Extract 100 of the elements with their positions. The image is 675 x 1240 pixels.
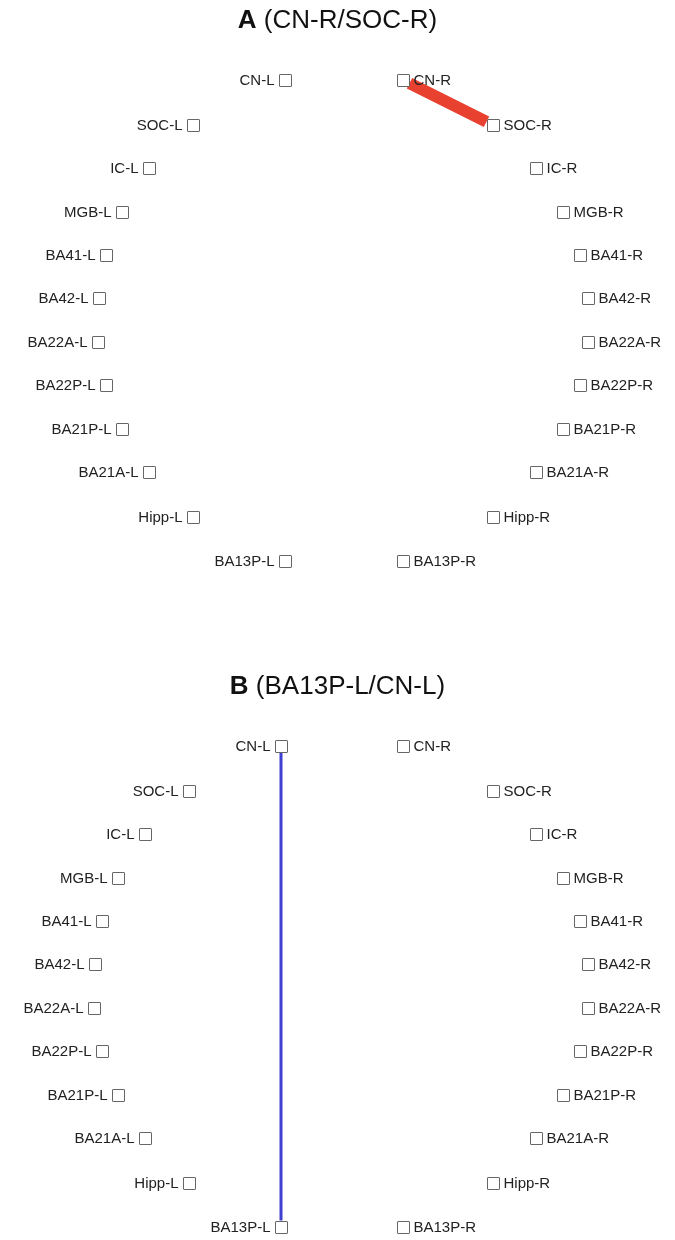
node-square <box>581 1001 595 1015</box>
panel-title: A (CN-R/SOC-R) <box>236 4 439 35</box>
node-square <box>186 118 200 132</box>
region-label: MGB-R <box>573 869 624 887</box>
node-square <box>396 739 410 753</box>
region-label: BA21A-R <box>546 1129 610 1147</box>
region-label: MGB-L <box>64 203 112 221</box>
region-label: BA22A-L <box>27 333 88 351</box>
panel-title: B (BA13P-L/CN-L) <box>228 670 447 701</box>
region-label: BA21P-R <box>573 1086 637 1104</box>
region-label: Hipp-R <box>503 508 551 526</box>
region-label: BA22P-R <box>590 1042 654 1060</box>
node-square <box>274 739 288 753</box>
node-square <box>142 161 156 175</box>
node-square <box>138 827 152 841</box>
node-square <box>111 1088 125 1102</box>
region-label: BA42-L <box>34 955 85 973</box>
node-square <box>95 1044 109 1058</box>
node-square <box>556 422 570 436</box>
node-square <box>274 1220 288 1234</box>
region-label: BA42-R <box>598 289 652 307</box>
node-square <box>99 248 113 262</box>
node-square <box>556 1088 570 1102</box>
node-square <box>186 510 200 524</box>
region-label: CN-L <box>235 737 271 755</box>
node-square <box>573 378 587 392</box>
region-label: BA13P-L <box>214 552 275 570</box>
node-square <box>95 914 109 928</box>
node-square <box>115 205 129 219</box>
node-square <box>573 1044 587 1058</box>
region-label: BA21A-L <box>78 463 139 481</box>
region-label: BA13P-R <box>413 1218 477 1236</box>
node-square <box>111 871 125 885</box>
node-square <box>182 1176 196 1190</box>
region-label: IC-R <box>546 825 578 843</box>
region-label: BA22A-R <box>598 999 662 1017</box>
region-label: MGB-R <box>573 203 624 221</box>
region-label: SOC-R <box>503 782 552 800</box>
node-square <box>573 914 587 928</box>
node-square <box>529 161 543 175</box>
node-square <box>88 957 102 971</box>
node-square <box>486 118 500 132</box>
node-square <box>556 871 570 885</box>
node-square <box>87 1001 101 1015</box>
region-label: Hipp-L <box>134 1174 179 1192</box>
node-square <box>92 291 106 305</box>
region-label: BA22A-L <box>23 999 84 1017</box>
region-label: SOC-R <box>503 116 552 134</box>
region-label: BA41-L <box>45 246 96 264</box>
region-label: BA22P-L <box>35 376 96 394</box>
region-label: CN-R <box>413 71 451 89</box>
node-square <box>115 422 129 436</box>
node-square <box>278 554 292 568</box>
node-square <box>581 335 595 349</box>
region-label: BA41-R <box>590 912 644 930</box>
node-square <box>529 1131 543 1145</box>
region-label: BA13P-R <box>413 552 477 570</box>
region-label: BA21P-L <box>47 1086 108 1104</box>
node-square <box>396 73 410 87</box>
node-square <box>529 465 543 479</box>
region-label: BA42-R <box>598 955 652 973</box>
region-label: IC-R <box>546 159 578 177</box>
region-label: BA21A-R <box>546 463 610 481</box>
region-label: IC-L <box>106 825 135 843</box>
node-square <box>138 1131 152 1145</box>
node-square <box>486 784 500 798</box>
node-square <box>581 291 595 305</box>
node-square <box>486 1176 500 1190</box>
node-square <box>396 1220 410 1234</box>
node-square <box>396 554 410 568</box>
region-label: BA41-R <box>590 246 644 264</box>
region-label: BA42-L <box>38 289 89 307</box>
region-label: CN-L <box>239 71 275 89</box>
connection-line <box>279 752 283 1221</box>
node-square <box>486 510 500 524</box>
node-square <box>142 465 156 479</box>
node-square <box>182 784 196 798</box>
region-label: BA22A-R <box>598 333 662 351</box>
region-label: BA22P-R <box>590 376 654 394</box>
region-label: BA22P-L <box>31 1042 92 1060</box>
region-label: BA13P-L <box>210 1218 271 1236</box>
region-label: SOC-L <box>132 782 179 800</box>
node-square <box>556 205 570 219</box>
node-square <box>573 248 587 262</box>
region-label: SOC-L <box>136 116 183 134</box>
node-square <box>99 378 113 392</box>
node-square <box>91 335 105 349</box>
region-label: Hipp-L <box>138 508 183 526</box>
region-label: IC-L <box>110 159 139 177</box>
node-square <box>278 73 292 87</box>
region-label: MGB-L <box>60 869 108 887</box>
node-square <box>529 827 543 841</box>
region-label: BA41-L <box>41 912 92 930</box>
region-label: BA21A-L <box>74 1129 135 1147</box>
node-square <box>581 957 595 971</box>
region-label: Hipp-R <box>503 1174 551 1192</box>
region-label: CN-R <box>413 737 451 755</box>
connection-line <box>406 77 490 128</box>
region-label: BA21P-L <box>51 420 112 438</box>
region-label: BA21P-R <box>573 420 637 438</box>
